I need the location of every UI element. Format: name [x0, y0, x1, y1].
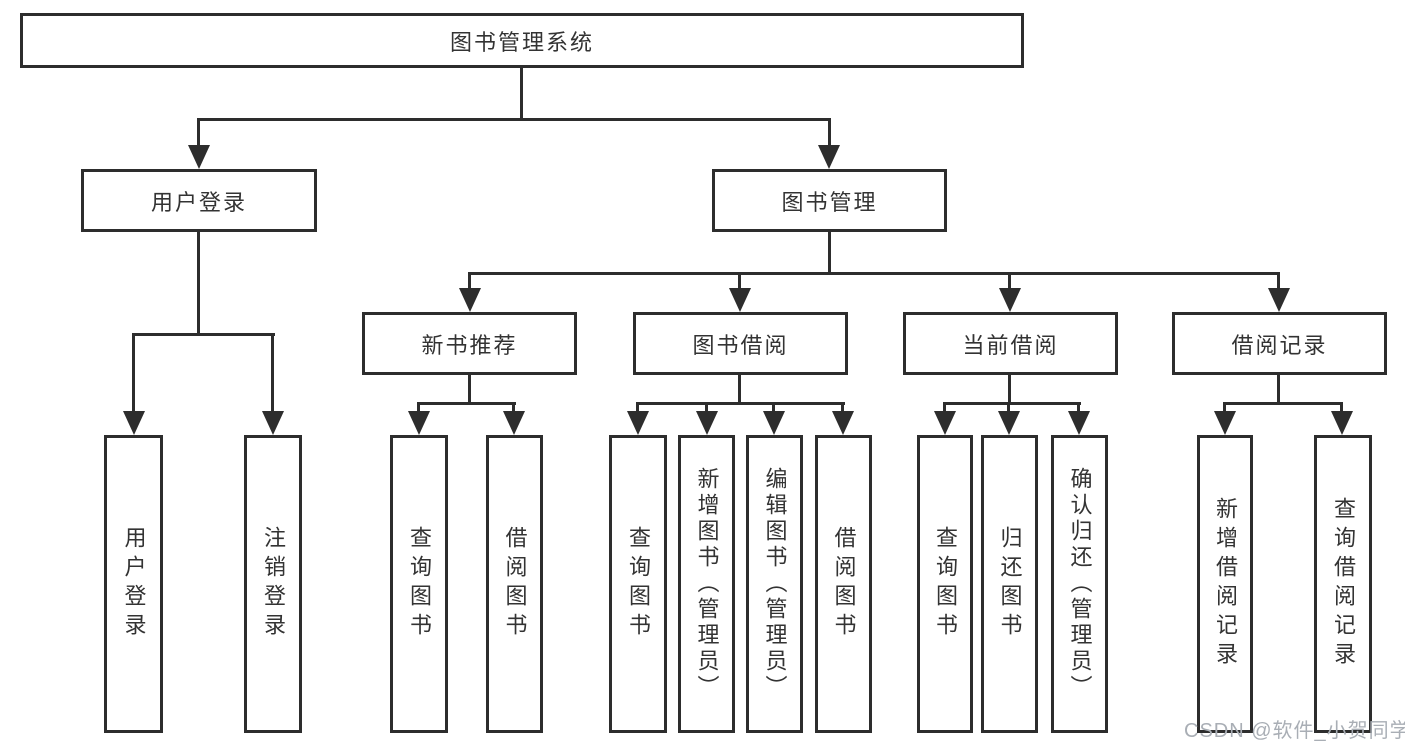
connector-to-add-record: [1223, 402, 1226, 416]
node-book-borrowing: 图书借阅: [633, 312, 848, 375]
leaf-confirm-return-admin-label: 确认归还（管理员）: [1067, 467, 1093, 701]
connector-to-confirm-return: [1077, 402, 1080, 416]
arrowhead-to-add-record: [1214, 411, 1236, 435]
leaf-query-borrow-record-label: 查询借阅记录: [1331, 497, 1356, 671]
leaf-query-borrow-record: 查询借阅记录: [1314, 435, 1372, 733]
arrowhead-to-borrow-books-2: [832, 411, 854, 435]
arrowhead-to-query-books-1: [408, 411, 430, 435]
arrowhead-to-current-borrow: [999, 288, 1021, 312]
leaf-user-login: 用户登录: [104, 435, 163, 733]
connector-new-book-branch: [419, 402, 516, 405]
node-book-management: 图书管理: [712, 169, 947, 232]
arrowhead-to-query-record: [1331, 411, 1353, 435]
leaf-add-book-admin-label: 新增图书（管理员）: [694, 467, 720, 701]
node-library-system: 图书管理系统: [20, 13, 1024, 68]
leaf-user-login-label: 用户登录: [121, 526, 147, 642]
leaf-query-books-new: 查询图书: [390, 435, 448, 733]
arrowhead-to-borrow-books-1: [503, 411, 525, 435]
leaf-confirm-return-admin: 确认归还（管理员）: [1051, 435, 1108, 733]
leaf-add-borrow-record-label: 新增借阅记录: [1213, 497, 1238, 671]
leaf-query-books-borrow: 查询图书: [609, 435, 667, 733]
leaf-query-books-new-label: 查询图书: [407, 526, 432, 642]
connector-to-borrow-books-2: [841, 402, 844, 416]
leaf-borrow-books-borrow: 借阅图书: [815, 435, 872, 733]
leaf-query-books-current-label: 查询图书: [933, 526, 958, 642]
arrowhead-to-add-book: [696, 411, 718, 435]
leaf-logout: 注销登录: [244, 435, 302, 733]
arrowhead-to-confirm-return: [1068, 411, 1090, 435]
connector-root-branch: [199, 118, 830, 121]
arrowhead-to-borrow-records: [1268, 288, 1290, 312]
leaf-return-books-label: 归还图书: [997, 526, 1023, 642]
arrowhead-to-leaf-logout: [262, 411, 284, 435]
connector-book-management-stem: [828, 232, 831, 274]
connector-book-management-branch: [470, 272, 1280, 275]
arrowhead-to-leaf-login: [123, 411, 145, 435]
connector-book-borrow-branch: [637, 402, 845, 405]
arrowhead-to-book-borrow: [729, 288, 751, 312]
connector-to-new-book: [468, 272, 471, 290]
connector-borrow-records-stem: [1277, 374, 1280, 404]
node-library-system-label: 图书管理系统: [449, 29, 594, 55]
node-user-login: 用户登录: [81, 169, 317, 232]
leaf-query-books-borrow-label: 查询图书: [626, 526, 651, 642]
arrowhead-to-return-books: [998, 411, 1020, 435]
leaf-add-book-admin: 新增图书（管理员）: [678, 435, 735, 733]
connector-current-borrow-stem: [1008, 374, 1011, 404]
leaf-query-books-current: 查询图书: [917, 435, 973, 733]
connector-to-leaf-logout: [271, 333, 274, 415]
leaf-borrow-books-borrow-label: 借阅图书: [831, 526, 857, 642]
connector-user-login-stem: [197, 232, 200, 336]
leaf-borrow-books-new: 借阅图书: [486, 435, 543, 733]
connector-to-leaf-login: [132, 333, 135, 415]
arrowhead-to-query-books-3: [934, 411, 956, 435]
leaf-edit-book-admin-label: 编辑图书（管理员）: [762, 467, 788, 701]
connector-to-borrow-records: [1277, 272, 1280, 290]
node-current-borrowing-label: 当前借阅: [962, 332, 1059, 358]
connector-to-query-books-3: [943, 402, 946, 416]
connector-to-edit-book: [772, 402, 775, 416]
leaf-borrow-books-new-label: 借阅图书: [502, 526, 528, 642]
node-user-login-label: 用户登录: [150, 189, 247, 215]
connector-to-borrow-books-1: [512, 402, 515, 416]
connector-book-borrow-stem: [738, 374, 741, 404]
arrowhead-to-book-management: [818, 145, 840, 169]
node-book-borrowing-label: 图书借阅: [692, 332, 789, 358]
node-new-book-recommendation-label: 新书推荐: [421, 332, 518, 358]
connector-to-user-login: [197, 118, 200, 150]
connector-user-login-branch: [134, 333, 275, 336]
connector-new-book-stem: [468, 374, 471, 404]
connector-current-borrow-branch: [944, 402, 1081, 405]
connector-to-query-books-2: [636, 402, 639, 416]
connector-root-stem: [520, 67, 523, 120]
connector-to-book-management: [828, 118, 831, 150]
connector-to-book-borrow: [738, 272, 741, 290]
leaf-return-books: 归还图书: [981, 435, 1038, 733]
node-borrowing-records-label: 借阅记录: [1231, 332, 1328, 358]
arrowhead-to-edit-book: [763, 411, 785, 435]
watermark: CSDN @软件_小贺同学: [1184, 720, 1405, 742]
arrowhead-to-query-books-2: [627, 411, 649, 435]
node-new-book-recommendation: 新书推荐: [362, 312, 577, 375]
leaf-logout-label: 注销登录: [261, 526, 286, 642]
connector-to-query-books-1: [417, 402, 420, 416]
leaf-add-borrow-record: 新增借阅记录: [1197, 435, 1253, 733]
node-current-borrowing: 当前借阅: [903, 312, 1118, 375]
arrowhead-to-new-book: [459, 288, 481, 312]
connector-to-query-record: [1340, 402, 1343, 416]
leaf-edit-book-admin: 编辑图书（管理员）: [746, 435, 803, 733]
node-borrowing-records: 借阅记录: [1172, 312, 1387, 375]
node-book-management-label: 图书管理: [781, 189, 878, 215]
connector-to-return-books: [1007, 402, 1010, 416]
arrowhead-to-user-login: [188, 145, 210, 169]
connector-to-current-borrow: [1008, 272, 1011, 290]
connector-borrow-records-branch: [1224, 402, 1343, 405]
connector-to-add-book: [705, 402, 708, 416]
